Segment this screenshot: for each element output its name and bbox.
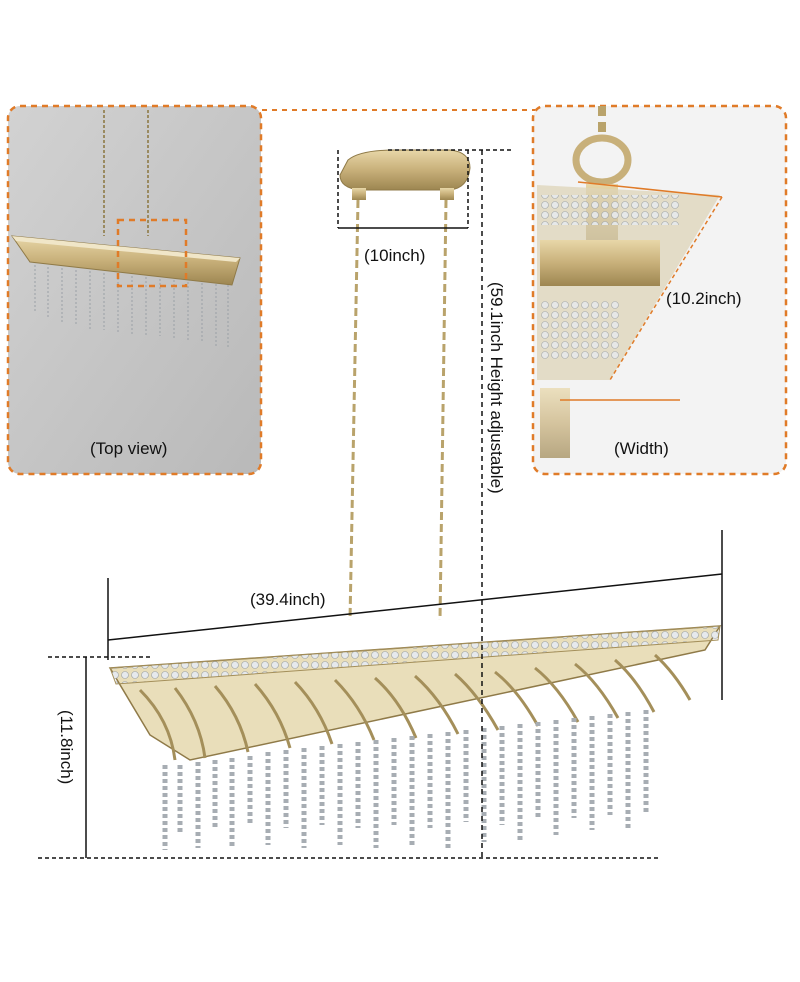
length-dimension-label: (39.4inch) <box>250 590 326 609</box>
top-view-label: (Top view) <box>90 439 168 458</box>
hanging-chains <box>348 199 448 621</box>
canopy-dimension-label: (10inch) <box>364 246 426 265</box>
top-view-crystals <box>34 265 229 348</box>
body-height-dimension-label: (11.8inch) <box>57 710 76 785</box>
height-dimension-label: (59.1inch Height adjustable) <box>487 282 506 494</box>
top-view-panel <box>6 104 263 476</box>
main-chandelier <box>108 149 722 850</box>
width-view-label: (Width) <box>614 439 669 458</box>
width-detail-panel <box>531 104 788 476</box>
crystal-strands <box>162 710 649 850</box>
frame-ribs <box>138 653 692 761</box>
crystal-width-dimension-label: (10.2inch) <box>666 289 742 308</box>
dimension-lines <box>38 149 723 859</box>
